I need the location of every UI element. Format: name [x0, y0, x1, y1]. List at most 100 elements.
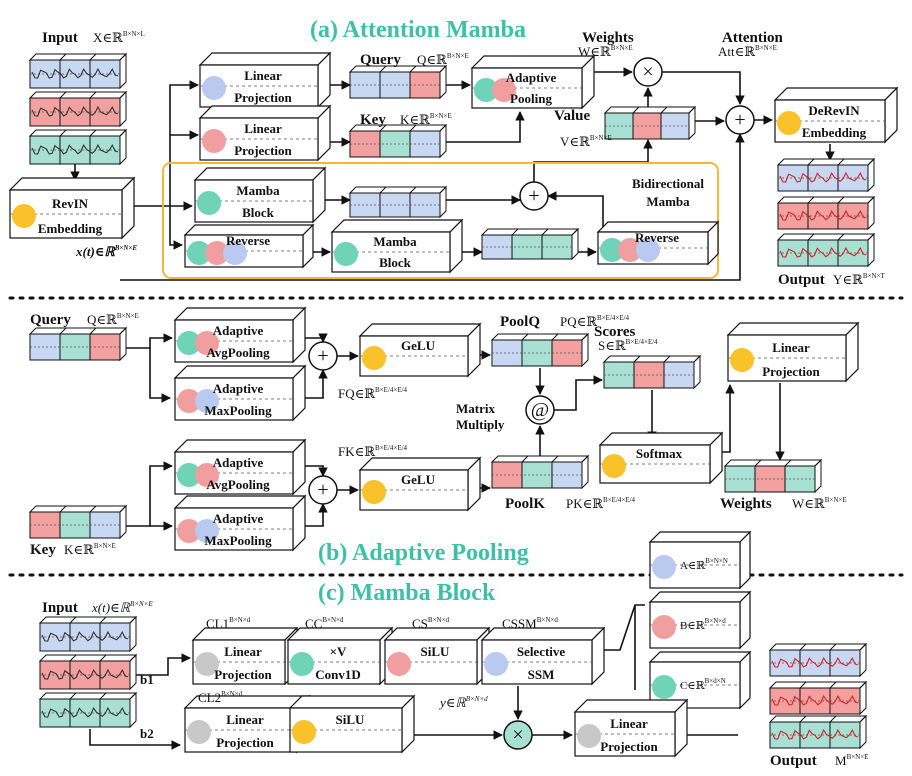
green-circle-marker — [197, 191, 221, 215]
a-add-to-value — [533, 139, 653, 182]
a-query-label: Query — [360, 52, 401, 68]
c-linear-block-1-top-label: Linear — [224, 644, 262, 659]
connector-lines — [70, 67, 835, 750]
b-q-gelu-block — [358, 322, 482, 378]
c-b2-line — [89, 729, 181, 750]
c-multiply-op: × — [503, 720, 533, 750]
b-poolk-label: PoolK — [505, 496, 545, 512]
b-q-to-max — [149, 348, 171, 403]
a-output-label: Output — [778, 272, 825, 288]
a-linear-k-block-top-label: Linear — [244, 121, 282, 136]
a-revin-block-top-label: RevIN — [52, 196, 89, 211]
b-poolq-label: PoolQ — [500, 314, 540, 330]
b-query-math: Q∈ℝB×N×E — [87, 312, 139, 327]
a-value-math: V∈ℝB×N×E — [560, 134, 612, 149]
a-to-reverse — [169, 206, 183, 250]
signal-wave — [31, 143, 119, 155]
section-a-title: (a) Attention Mamba — [310, 17, 526, 43]
c-ssm-block-top-label: Selective — [517, 644, 566, 659]
orange-circle-marker — [12, 204, 36, 228]
superscript: B×N×d — [466, 695, 488, 703]
orange-circle-marker — [362, 480, 386, 504]
c-multiply-op-symbol: × — [512, 724, 523, 746]
a-output-math: Y∈ℝB×N×T — [833, 272, 885, 287]
a-attention-math: Att∈ℝB×N×E — [718, 44, 777, 59]
a-query-cells — [348, 64, 448, 100]
a-weights-label: Weights — [582, 30, 634, 46]
a-query-math: Q∈ℝB×N×E — [417, 52, 469, 67]
superscript: B×N×N — [705, 557, 728, 565]
c-b2-label: b2 — [140, 726, 154, 741]
b-multiply-label: Multiply — [456, 417, 505, 432]
a-input-math: X∈ℝB×N×L — [93, 30, 145, 45]
b-poolq-cells — [490, 332, 590, 368]
c-linear-block-2-bottom-label: Projection — [216, 735, 274, 750]
a-mamba-block-2 — [330, 218, 464, 274]
b-k-avgpool-block-bottom-label: AvgPooling — [206, 477, 270, 492]
a-xt-label: x(t)∈ℝB×N×E — [75, 244, 137, 259]
orange-circle-marker — [730, 348, 754, 372]
c-output-series-1 — [768, 642, 868, 678]
gray-circle-marker — [577, 724, 601, 748]
c-output-label: Output — [770, 753, 817, 769]
a-bidir-add-op-symbol: + — [528, 185, 539, 207]
a-mamba-fwd-cells — [348, 185, 448, 219]
superscript: B×N×E — [611, 44, 633, 52]
signal-wave — [41, 706, 129, 718]
a-reverse-to-add — [547, 191, 604, 233]
superscript: B×N×d — [428, 616, 450, 624]
superscript: B×N×E — [114, 244, 138, 252]
b-q-add-op: + — [308, 341, 338, 371]
b-matmul-to-scores — [554, 375, 603, 411]
a-mamba-block-2-bottom-label: Block — [379, 255, 412, 270]
superscript: B×N×E — [130, 600, 153, 608]
blue-circle-marker — [484, 652, 508, 676]
red-circle-marker — [202, 129, 226, 153]
a-input-series-2 — [28, 90, 128, 128]
b-fq-math: FQ∈ℝB×E/4×E/4 — [338, 386, 408, 401]
a-mamba-bwd-cells — [480, 227, 580, 261]
b-pk-math: PK∈ℝB×E/4×E/4 — [566, 496, 636, 511]
b-query-label: Query — [30, 312, 71, 328]
a-attention-label: Attention — [722, 30, 783, 46]
c-silu-block-2 — [288, 694, 416, 754]
b-k-avgpool-block-top-label: Adaptive — [213, 455, 264, 470]
c-conv-block-top-label: ×V — [330, 644, 347, 659]
b-softmax-block-top-label: Softmax — [636, 446, 683, 461]
b-q-maxpool-block — [173, 364, 307, 422]
a-multiply-op: × — [633, 57, 663, 87]
c-input-label: Input — [42, 600, 78, 616]
c-ssm-branch — [604, 604, 645, 651]
a-value-label: Value — [554, 108, 590, 124]
a-mamba-block-1 — [193, 166, 327, 224]
b-kmax-to-add — [305, 503, 328, 527]
b-qmax-to-add — [305, 369, 328, 399]
c-b1-label: b1 — [140, 672, 154, 687]
red-circle-marker — [492, 78, 516, 102]
superscript: B×N×L — [123, 30, 145, 38]
b-k-maxpool-block-top-label: Adaptive — [213, 511, 264, 526]
superscript: B×N×d — [705, 617, 727, 625]
a-reverse-block-2 — [596, 220, 720, 266]
orange-circle-marker — [292, 720, 316, 744]
superscript: B×E/4×E/4 — [597, 314, 630, 322]
b-query-cells — [28, 326, 128, 362]
b-softmax-to-linear — [722, 384, 735, 453]
superscript: B×d×N — [705, 677, 726, 685]
a-mamba-block-1-bottom-label: Block — [242, 205, 275, 220]
green-circle-marker — [177, 463, 201, 487]
superscript: B×E/4×E/4 — [375, 386, 408, 394]
superscript: B×E/4×E/4 — [603, 496, 636, 504]
a-reverse-block-1 — [183, 223, 315, 269]
a-adaptive-pooling-block-top-label: Adaptive — [506, 70, 557, 85]
a-reverse-block-1-top-label: Reverse — [226, 233, 270, 248]
a-output-series-2 — [776, 195, 876, 231]
b-linear-block-top-label: Linear — [772, 340, 810, 355]
superscript: B×N×E — [590, 134, 612, 142]
b-k-gelu-block-top-label: GeLU — [401, 472, 436, 487]
b-q-avgpool-block-bottom-label: AvgPooling — [206, 345, 270, 360]
green-circle-marker — [652, 675, 676, 699]
a-bidir-label-1: Bidirectional — [632, 176, 704, 191]
orange-circle-marker — [602, 454, 626, 478]
b-fk-math: FK∈ℝB×E/4×E/4 — [338, 444, 408, 459]
